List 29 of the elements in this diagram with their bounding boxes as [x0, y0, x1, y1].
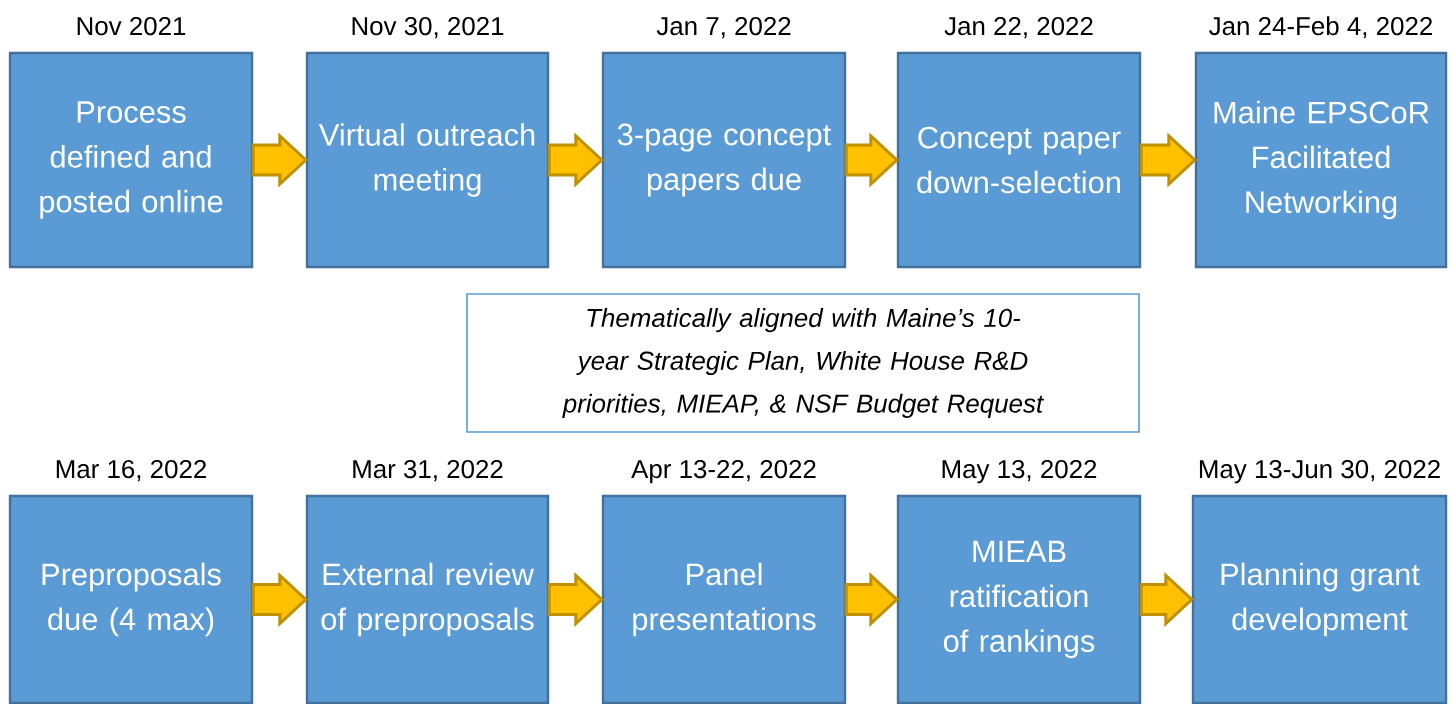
block-arrow	[251, 132, 309, 188]
block-arrow	[844, 572, 899, 627]
process-box: Process defined and posted online	[8, 51, 254, 269]
block-arrow	[251, 572, 309, 627]
date-label: Jan 22, 2022	[944, 16, 1093, 39]
date-label: May 13-Jun 30, 2022	[1199, 459, 1440, 484]
date-label: Jan 24-Feb 4, 2022	[1209, 16, 1432, 39]
date-label: Apr 13-22, 2022	[631, 459, 816, 484]
process-box: External review of preproposals	[305, 494, 550, 704]
block-arrow	[547, 572, 605, 627]
date-label: May 13, 2022	[942, 459, 1097, 484]
process-box: MIEAB ratification of rankings	[896, 494, 1142, 704]
block-arrow	[1139, 572, 1194, 627]
date-label: Mar 16, 2022	[56, 459, 206, 482]
date-label: Nov 30, 2021	[352, 16, 504, 39]
process-box: Panel presentations	[601, 494, 847, 704]
note-box: Thematically aligned with Maine’s 10-year Strategic Plan, White House R&D priorities, MIEAP, & NSF Budget Request	[466, 293, 1140, 433]
date-label: Mar 31, 2022	[353, 459, 503, 482]
block-arrow	[547, 132, 605, 188]
process-box: Maine EPSCoR Facilitated Networking	[1194, 51, 1448, 269]
date-label: Jan 7, 2022	[656, 16, 791, 39]
block-arrow	[1139, 132, 1197, 188]
date-label: Nov 2021	[77, 16, 186, 36]
process-box: Concept paper down-selection	[896, 51, 1142, 269]
block-arrow	[844, 132, 899, 188]
process-box: Planning grant development	[1191, 494, 1448, 704]
process-box: Virtual outreach meeting	[305, 51, 550, 269]
process-box: 3-page concept papers due	[601, 51, 847, 269]
process-box: Preproposals due (4 max)	[8, 494, 254, 704]
